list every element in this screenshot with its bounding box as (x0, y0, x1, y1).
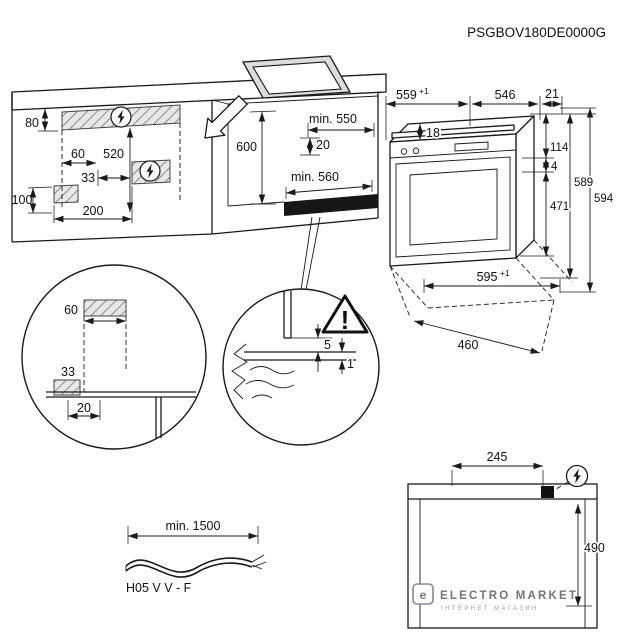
detail-circle-gap: 5 1 ! (222, 288, 380, 446)
wood-grain (249, 366, 295, 375)
dim-600: 600 (236, 140, 257, 154)
oven-door (395, 156, 511, 258)
socket-zones (53, 104, 181, 208)
oven-display (454, 141, 489, 152)
dim-490: 490 (584, 541, 605, 555)
cabinet-dimensions: 80 60 520 33 100 200 (12, 109, 134, 223)
oven-knob (400, 148, 408, 155)
dim-21: 21 (545, 87, 559, 101)
dim-559: 559 (396, 88, 417, 102)
dim-589: 589 (574, 177, 593, 189)
torn-edge (231, 343, 248, 400)
detail-dim-5: 5 (324, 338, 331, 352)
dim-min-560: min. 560 (291, 170, 339, 184)
dim-595-tolerance: +1 (500, 268, 510, 278)
cable-type-label: H05 V V - F (126, 581, 192, 595)
detail-dim-20: 20 (77, 401, 91, 415)
dim-60: 60 (71, 147, 85, 161)
corner-zone-hatch-small (53, 379, 81, 396)
detail-leader (300, 216, 313, 291)
cabinet-outline (11, 92, 379, 243)
detail-dim-60: 60 (64, 303, 78, 317)
dim-100: 100 (12, 193, 33, 207)
dim-559-tolerance: +1 (419, 86, 429, 96)
dim-460: 460 (458, 338, 479, 352)
watermark: e ELECTRO MARKET ІНТЕРНЕТ МАГАЗИН (412, 583, 578, 612)
lightning-icon (110, 106, 132, 128)
oven-3d-view: 559 +1 546 21 18 114 4 471 589 594 (385, 85, 616, 354)
dim-114: 114 (550, 142, 569, 154)
rear-panel-view: 245 490 (407, 450, 607, 629)
callout-arrow (204, 95, 248, 139)
dim-594: 594 (594, 193, 614, 205)
power-cable-drawing: min. 1500 H05 V V - F (125, 519, 267, 595)
oven-knob (412, 147, 420, 155)
oven-side-face (515, 115, 535, 259)
watermark-logo-letter: e (420, 588, 427, 602)
lightning-icon (565, 464, 589, 488)
cable-min-length: min. 1500 (166, 519, 221, 533)
dim-471: 471 (550, 201, 569, 213)
cable-curve (125, 562, 253, 578)
oven-side-dimensions: 114 4 471 589 594 (520, 107, 616, 293)
dim-33: 33 (81, 171, 95, 185)
wood-grain (251, 394, 273, 399)
watermark-logo (412, 583, 434, 605)
watermark-brand: ELECTRO MARKET (440, 590, 578, 602)
dim-20: 20 (316, 138, 330, 152)
warning-exclamation: ! (341, 305, 350, 335)
watermark-subtitle: ІНТЕРНЕТ МАГАЗИН (441, 606, 539, 612)
lightning-icon (139, 160, 161, 182)
cooktop-cutout (241, 55, 352, 99)
model-code: PSGBOV180DE0000G (467, 25, 606, 40)
dim-200: 200 (83, 204, 104, 218)
dim-4: 4 (551, 161, 558, 173)
dim-595: 595 (477, 270, 498, 284)
oven-door-window (409, 168, 498, 246)
dim-245: 245 (487, 450, 508, 464)
socket-zone-low (53, 184, 79, 204)
warning-triangle-icon: ! (321, 294, 369, 335)
detail-dim-33: 33 (61, 365, 75, 379)
main-installation-view: 80 60 520 33 100 200 600 (11, 55, 387, 291)
oven-bottom-dimensions: 595 +1 460 (413, 268, 561, 354)
oven-top-dimensions: 559 +1 546 21 18 (385, 85, 563, 142)
dim-80: 80 (25, 116, 39, 130)
dim-min-550: min. 550 (309, 112, 357, 126)
plinth-strip (284, 194, 378, 216)
dim-18: 18 (426, 126, 440, 140)
wood-grain (245, 380, 295, 389)
dim-520: 520 (103, 147, 124, 161)
corner-zone-hatch (83, 299, 127, 317)
dim-546: 546 (495, 88, 516, 102)
niche-dimensions: 600 min. 550 20 min. 560 (236, 110, 375, 291)
mains-connection-box (541, 486, 554, 498)
detail-dim-1: 1 (347, 357, 354, 371)
detail-circle-corner: 60 33 20 (21, 264, 207, 450)
cable-curve (125, 557, 253, 573)
